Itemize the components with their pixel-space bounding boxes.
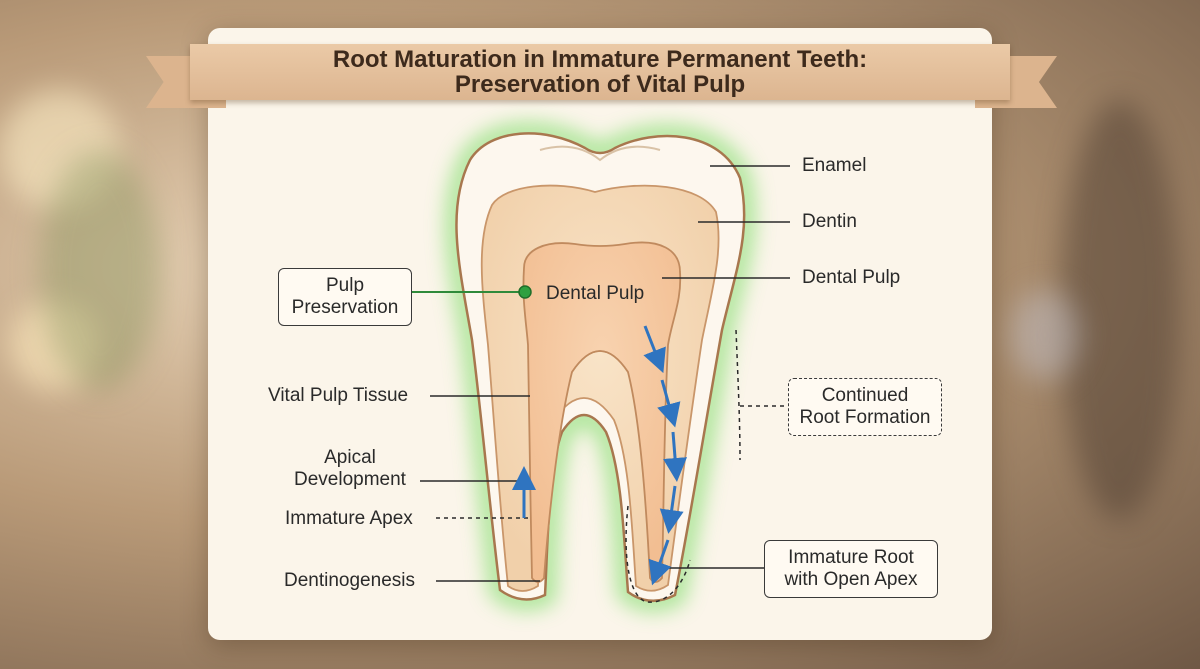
label-dentin: Dentin	[802, 211, 857, 232]
pulp-preservation-dot	[518, 285, 532, 299]
background-blur	[10, 300, 100, 390]
open-apex-outline	[625, 505, 691, 603]
title-line-1: Root Maturation in Immature Permanent Te…	[332, 46, 868, 73]
immature-root-line-2: with Open Apex	[784, 569, 918, 590]
immature-root-line-1: Immature Root	[788, 547, 914, 568]
root-growth-arrow	[663, 431, 688, 482]
pulp-chamber	[522, 241, 682, 583]
page-title: Root Maturation in Immature Permanent Te…	[333, 47, 867, 97]
inter-radicular-dentin	[571, 350, 629, 373]
continued-root-formation-box: Continued Root Formation	[788, 378, 942, 436]
root-growth-arrow	[657, 379, 681, 428]
root-growth-arrow	[643, 325, 666, 374]
background-blur	[40, 150, 160, 390]
continued-root-line-2: Root Formation	[799, 407, 931, 428]
root-growth-bracket	[735, 329, 741, 461]
pulp-preservation-line-1: Pulp	[325, 275, 365, 296]
label-immature-apex: Immature Apex	[285, 508, 413, 529]
label-dental-pulp-inner: Dental Pulp	[546, 283, 645, 304]
pulp-preservation-line-2: Preservation	[291, 297, 399, 318]
title-line-2: Preservation of Vital Pulp	[454, 71, 746, 98]
label-vital-pulp-tissue: Vital Pulp Tissue	[268, 385, 409, 406]
background-blur	[1060, 100, 1180, 520]
label-enamel: Enamel	[802, 155, 867, 176]
occlusal-fissure	[539, 145, 661, 162]
title-banner: Root Maturation in Immature Permanent Te…	[190, 44, 1010, 100]
label-apical-development: Apical Development	[285, 447, 415, 491]
apical-line-2: Development	[294, 469, 406, 490]
background-blur	[1010, 290, 1080, 380]
label-dental-pulp: Dental Pulp	[802, 267, 901, 288]
pulp-preservation-box: Pulp Preservation	[278, 268, 412, 326]
root-growth-arrow	[648, 539, 672, 586]
background-blur	[0, 90, 120, 210]
continued-root-line-1: Continued	[821, 385, 909, 406]
immature-root-box: Immature Root with Open Apex	[764, 540, 938, 598]
label-dentinogenesis: Dentinogenesis	[284, 570, 415, 591]
root-growth-arrow	[659, 485, 684, 534]
apical-line-1: Apical	[324, 447, 376, 468]
